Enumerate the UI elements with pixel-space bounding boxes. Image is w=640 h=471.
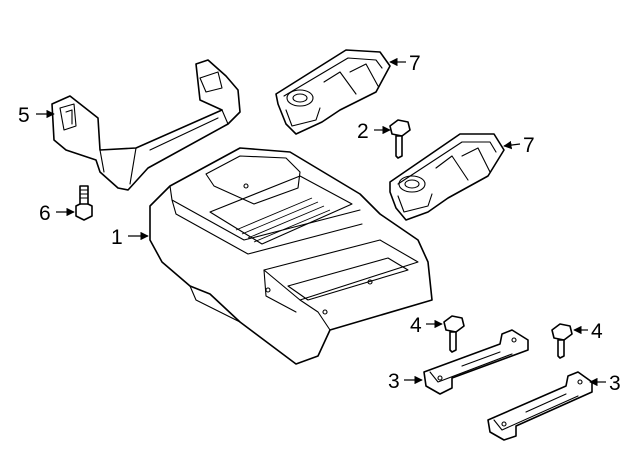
lower-cup-holder [389, 133, 505, 221]
callout-3-right: 3 [609, 372, 621, 395]
callout-labels: 1 2 3 3 4 4 5 6 7 7 [18, 52, 621, 395]
left-bolt [443, 315, 465, 353]
rear-panel [51, 59, 241, 191]
panel-bolt [75, 185, 93, 221]
right-bolt [551, 323, 573, 359]
callout-2: 2 [357, 120, 369, 143]
leader-lines [36, 57, 606, 387]
callout-7-upper: 7 [409, 52, 421, 75]
callout-1: 1 [111, 226, 123, 249]
callout-7-lower: 7 [523, 134, 535, 157]
callout-6: 6 [39, 202, 51, 225]
callout-4-right: 4 [591, 320, 603, 343]
upper-bolt [389, 119, 411, 159]
callout-3-left: 3 [388, 370, 400, 393]
leader-7b [503, 140, 521, 150]
callout-4-left: 4 [410, 314, 422, 337]
callout-5: 5 [18, 104, 30, 127]
left-bracket [423, 329, 529, 395]
console-body [149, 147, 433, 365]
right-bracket [487, 371, 593, 441]
upper-cup-holder [275, 49, 391, 135]
